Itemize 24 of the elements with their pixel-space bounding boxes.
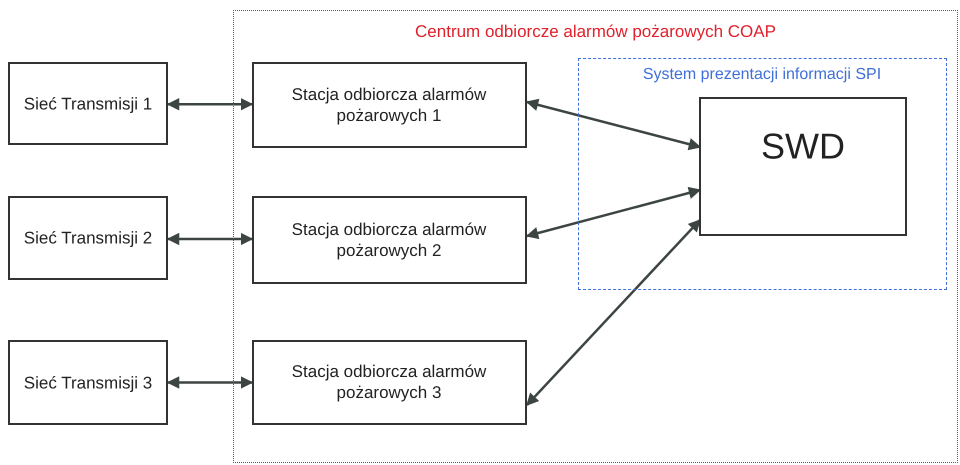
double-arrow <box>166 98 254 110</box>
box-label: SWD <box>760 124 846 169</box>
double-arrow <box>166 376 254 389</box>
process-box <box>8 62 168 145</box>
process-box <box>699 97 907 236</box>
double-arrow <box>526 186 702 240</box>
process-box <box>252 340 526 424</box>
process-box <box>8 196 168 280</box>
double-arrow <box>526 219 701 406</box>
box-label: Sieć Transmisji 1 <box>22 92 154 114</box>
region-title: Centrum odbiorcze alarmów pożarowych COAP <box>414 21 777 42</box>
box-label: Stacja odbiorcza alarmów pożarowych 3 <box>290 360 488 404</box>
double-arrow <box>166 232 254 246</box>
box-label: Stacja odbiorcza alarmów pożarowych 2 <box>290 218 488 261</box>
box-label: Sieć Transmisji 3 <box>22 372 154 394</box>
box-label: Sieć Transmisji 2 <box>22 227 154 249</box>
group-title: System prezentacji informacji SPI <box>642 64 882 84</box>
region-boundary <box>233 10 958 463</box>
box-label: Stacja odbiorcza alarmów pożarowych 1 <box>290 83 488 126</box>
process-box <box>252 196 526 284</box>
process-box <box>252 62 526 148</box>
process-box <box>8 340 168 425</box>
double-arrow <box>526 98 702 150</box>
group-boundary <box>578 58 946 290</box>
